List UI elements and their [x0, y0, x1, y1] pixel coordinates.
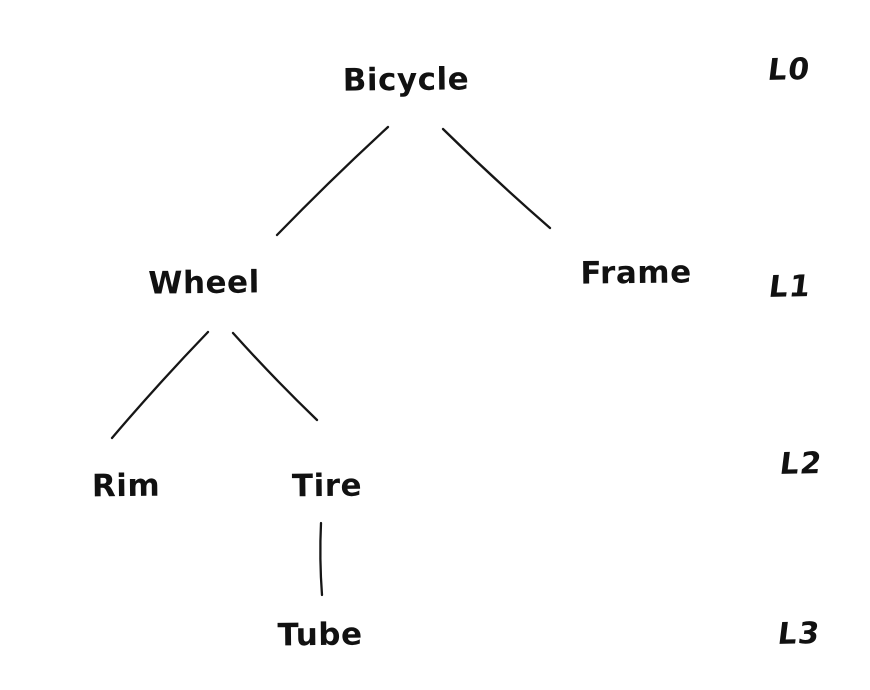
- node-wheel: Wheel: [148, 264, 260, 302]
- node-tire: Tire: [291, 467, 363, 505]
- level-label-l1: L1: [766, 269, 814, 305]
- node-rim: Rim: [91, 467, 161, 505]
- edge-bicycle-frame: [441, 127, 552, 230]
- edge-tire-tube: [319, 521, 324, 597]
- level-label-l3: L3: [775, 616, 823, 652]
- edge-bicycle-wheel: [275, 125, 390, 237]
- node-tube: Tube: [277, 616, 363, 654]
- level-label-l0: L0: [765, 52, 813, 88]
- node-frame: Frame: [580, 254, 692, 292]
- edge-wheel-rim: [110, 330, 210, 440]
- edge-wheel-tire: [231, 331, 319, 422]
- level-label-l2: L2: [777, 446, 825, 482]
- node-bicycle: Bicycle: [342, 61, 470, 99]
